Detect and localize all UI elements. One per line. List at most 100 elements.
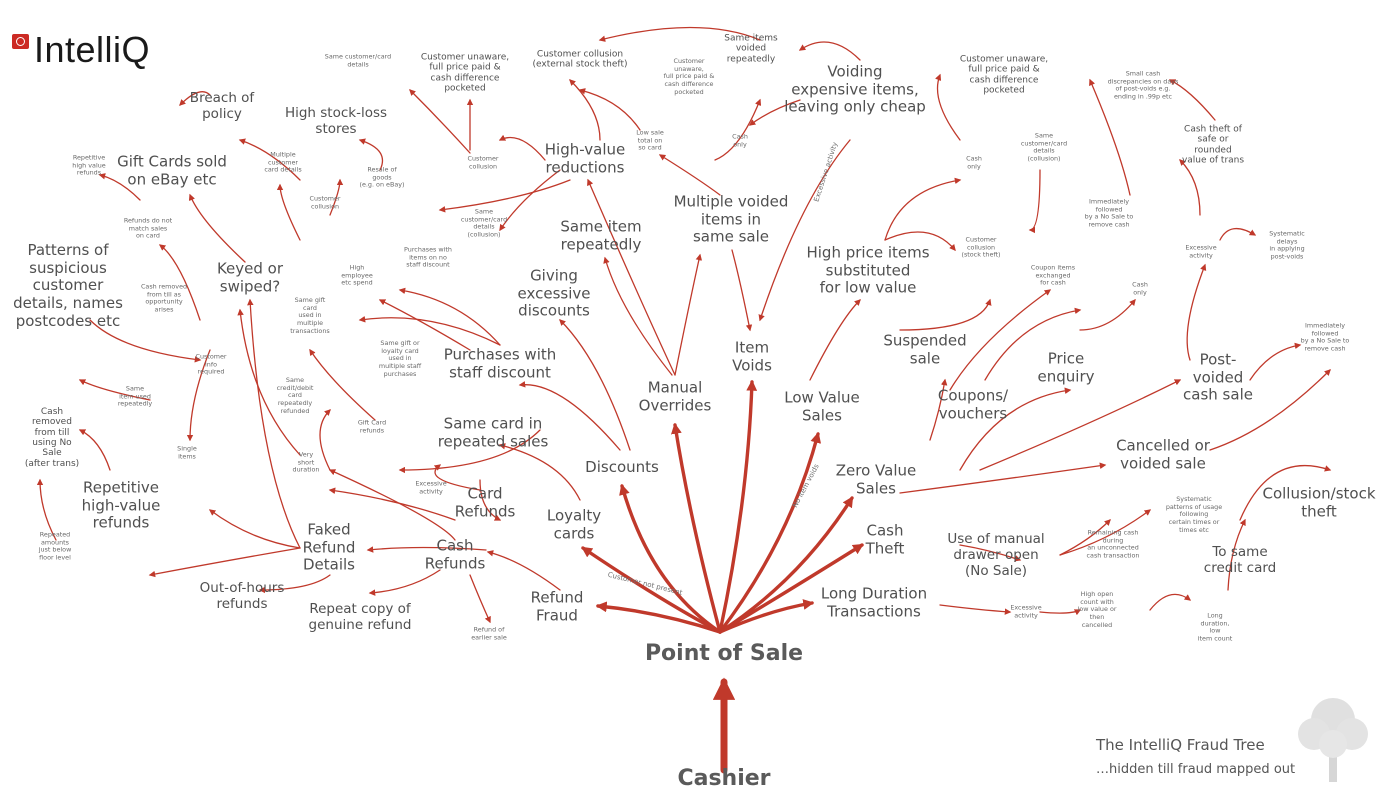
- node-long-duration-low: Long duration, low item count: [1197, 611, 1233, 643]
- link-pos-low-value-sales: [718, 431, 822, 634]
- node-price-enquiry: Price enquiry: [1037, 349, 1095, 385]
- link-2: [603, 256, 673, 376]
- link-20: [309, 348, 376, 421]
- node-collusion-stock-theft: Collusion/stock theft: [1262, 484, 1376, 520]
- link-55: [1028, 169, 1041, 234]
- link-25: [78, 379, 151, 401]
- link-73: [939, 604, 1012, 615]
- link-72: [1059, 509, 1152, 556]
- link-pos-discounts: [619, 483, 722, 634]
- node-cash-removed-no-sale: Cash removed from till using No Sale (af…: [24, 406, 80, 469]
- node-giving-excessive-discounts: Giving excessive discounts: [517, 266, 591, 320]
- node-same-card-repeated: Same card in repeated sales: [437, 414, 549, 450]
- link-77: [1239, 464, 1332, 521]
- link-0: [587, 178, 676, 376]
- link-26: [78, 429, 111, 471]
- link-31: [276, 183, 301, 241]
- node-customer-unaware-small: Customer unaware, full price paid & cash…: [663, 56, 715, 96]
- node-purchases-staff-discount: Purchases with staff discount: [443, 345, 557, 381]
- node-gift-card-refunds: Gift Card refunds: [357, 418, 387, 434]
- link-28: [98, 173, 141, 201]
- link-pos-refund-fraud: [595, 601, 722, 634]
- link-16: [328, 487, 456, 521]
- node-high-open-count: High open count with low value or then c…: [1077, 589, 1117, 629]
- link-42: [578, 88, 641, 131]
- link-11: [258, 574, 331, 594]
- link-62: [1186, 263, 1207, 361]
- node-manual-overrides: Manual Overrides: [638, 378, 712, 414]
- link-8: [208, 509, 301, 549]
- link-67: [1249, 342, 1302, 381]
- link-36: [498, 134, 546, 161]
- link-50: [809, 299, 861, 381]
- node-same-item-used: Same item used repeatedly: [117, 384, 153, 408]
- node-cash-theft: Cash Theft: [865, 521, 905, 557]
- node-card-refunds: Card Refunds: [454, 484, 516, 520]
- link-33: [238, 138, 301, 181]
- node-customer-unaware-right: Customer unaware, full price paid & cash…: [959, 54, 1049, 96]
- link-79: [479, 479, 502, 521]
- link-59: [959, 387, 1072, 471]
- node-small-cash-discrepancies: Small cash discrepancies on days of post…: [1107, 69, 1179, 101]
- node-same-customer-card-top: Same customer/card details: [324, 52, 392, 68]
- node-customer-info-required: Customer info required: [195, 352, 227, 376]
- link-27: [36, 478, 57, 541]
- link-12: [368, 569, 441, 596]
- brand-name: IntelliQ: [34, 29, 151, 70]
- node-systematic-patterns: Systematic patterns of usage following c…: [1165, 494, 1223, 534]
- node-gift-cards-ebay: Gift Cards sold on eBay etc: [117, 152, 227, 188]
- node-single-items: Single items: [177, 444, 197, 460]
- node-same-credit-debit: Same credit/debit card repeatedly refund…: [276, 375, 314, 415]
- link-10: [247, 298, 301, 549]
- tree-icon: [1298, 698, 1368, 782]
- node-remaining-cash: Remaining cash during an unconnected cas…: [1086, 528, 1140, 560]
- node-loyalty-cards: Loyalty cards: [546, 506, 602, 542]
- link-32: [329, 178, 344, 216]
- node-discounts: Discounts: [585, 458, 659, 477]
- link-35: [358, 138, 384, 171]
- link-21: [319, 409, 331, 471]
- node-out-of-hours-refunds: Out-of-hours refunds: [199, 580, 285, 612]
- node-suspended-sale: Suspended sale: [883, 331, 967, 367]
- link-68: [899, 462, 1107, 494]
- node-same-items-voided: Same items voided repeatedly: [724, 33, 778, 65]
- node-coupon-items-exchanged: Coupon items exchanged for cash: [1030, 263, 1076, 287]
- node-low-value-sales: Low Value Sales: [784, 388, 860, 424]
- node-post-voided-cash-sale: Post- voided cash sale: [1183, 350, 1253, 404]
- link-61: [979, 379, 1182, 471]
- node-low-sale-card: Low sale total on so card: [636, 128, 664, 152]
- node-same-gift-loyalty: Same gift or loyalty card used in multip…: [378, 338, 422, 378]
- link-76: [1227, 518, 1246, 591]
- link-37: [499, 169, 561, 232]
- link-17: [398, 287, 501, 346]
- node-excessive-activity-1: Excessive activity: [415, 479, 447, 495]
- link-29: [158, 244, 201, 321]
- link-58: [1079, 299, 1136, 331]
- link-pos-loyalty-cards: [581, 546, 722, 634]
- link-30: [188, 193, 246, 263]
- node-high-price-substituted: High price items substituted for low val…: [806, 243, 930, 297]
- link-52: [884, 177, 962, 241]
- link-48: [658, 154, 721, 196]
- link-54: [899, 298, 992, 331]
- node-high-stock-loss: High stock-loss stores: [284, 105, 388, 137]
- node-customer-collusion-1: Customer collusion: [467, 154, 499, 170]
- node-refunds-no-match: Refunds do not match sales on card: [123, 216, 173, 240]
- node-repetitive-high-value-refunds: Repetitive high-value refunds: [81, 478, 161, 532]
- caption-title: The IntelliQ Fraud Tree: [1096, 736, 1265, 754]
- link-pos-long-duration: [718, 599, 815, 634]
- node-customer-unaware-top: Customer unaware, full price paid & cash…: [420, 52, 510, 94]
- node-to-same-credit-card: To same credit card: [1203, 544, 1277, 576]
- link-18: [358, 316, 501, 346]
- link-19: [378, 299, 471, 351]
- node-item-voids: Item Voids: [732, 338, 772, 374]
- node-manual-drawer-open: Use of manual drawer open (No Sale): [947, 531, 1045, 579]
- node-cash-theft-of-safe: Cash theft of safe or rounded value of t…: [1181, 124, 1245, 166]
- node-cash-only-1: Cash only: [732, 132, 748, 148]
- node-refund-earlier-sale: Refund of earlier sale: [471, 625, 507, 641]
- link-45: [748, 99, 801, 126]
- link-22: [237, 308, 301, 456]
- node-same-customer-card-right: Same customer/card details (collusion): [1020, 131, 1068, 163]
- node-repeated-amounts: Repeated amounts just below floor level: [38, 530, 72, 562]
